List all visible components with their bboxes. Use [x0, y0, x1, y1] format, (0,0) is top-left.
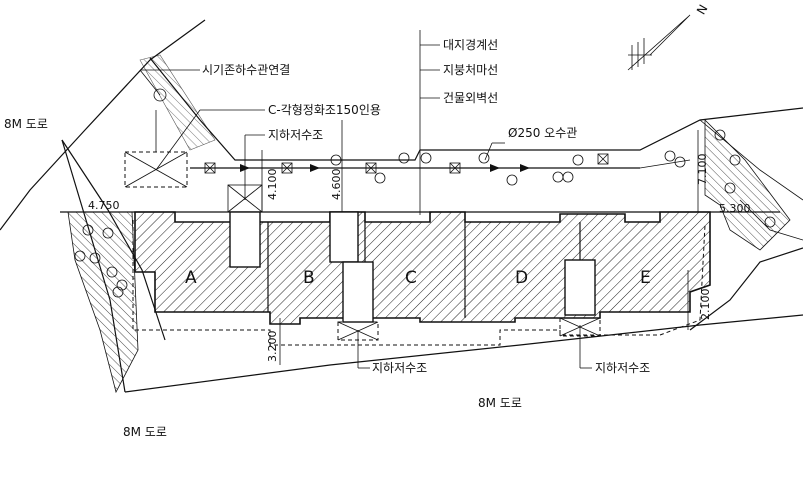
block-labels: A B C D E — [185, 268, 651, 288]
label-existing-sewer: 시기존하수관연결 — [202, 63, 290, 77]
label-road-left-top: 8M 도로 — [4, 117, 48, 131]
block-label-b: B — [303, 268, 315, 288]
dim-4750: 4.750 — [88, 199, 120, 212]
label-road-bottom-left: 8M 도로 — [123, 425, 167, 439]
label-septic-tank: C-각형정화조150인용 — [268, 103, 381, 117]
block-label-c: C — [405, 268, 417, 288]
label-water-tank-top: 지하저수조 — [268, 128, 323, 142]
setback-outline — [132, 220, 706, 346]
block-label-e: E — [640, 268, 651, 288]
label-road-bottom: 8M 도로 — [478, 396, 522, 410]
dim-5300: 5.300 — [719, 202, 751, 215]
block-label-d: D — [515, 268, 528, 288]
label-sewer-pipe: Ø250 오수관 — [508, 126, 577, 140]
label-water-tank-bottom-right: 지하저수조 — [595, 361, 650, 375]
dim-4100: 4.100 — [266, 169, 279, 201]
dim-4600: 4.600 — [330, 169, 343, 201]
north-label: N — [694, 2, 711, 17]
core-towers — [229, 211, 596, 323]
label-roof-eave: 지붕처마선 — [443, 63, 498, 77]
dim-7100: 7.100 — [696, 154, 709, 186]
label-site-boundary: 대지경계선 — [443, 38, 498, 52]
callout-leaders — [139, 30, 592, 369]
label-outer-wall: 건물외벽선 — [443, 91, 498, 105]
block-label-a: A — [185, 268, 197, 288]
tree-symbols — [74, 88, 776, 298]
dim-2100: 2.100 — [699, 289, 712, 321]
landscape-strip-left — [67, 211, 139, 394]
dim-3200: 3.200 — [266, 331, 279, 363]
label-water-tank-bottom-left: 지하저수조 — [372, 361, 427, 375]
manhole-markers — [204, 153, 609, 174]
dimension-lines — [70, 120, 780, 365]
north-arrow — [627, 14, 691, 71]
sewer-pipe-line — [190, 159, 691, 172]
building-footprint — [134, 211, 711, 325]
